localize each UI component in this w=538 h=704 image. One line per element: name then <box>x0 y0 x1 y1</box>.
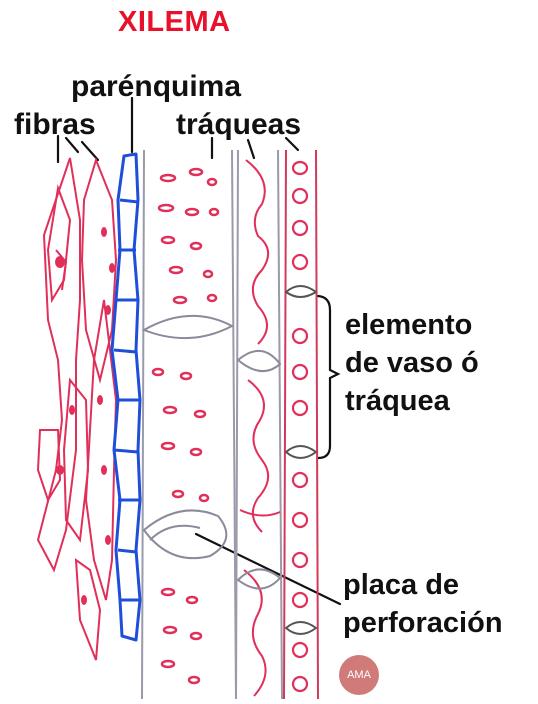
elemento-bracket <box>318 296 338 458</box>
label-placa-line-1: placa de <box>343 566 503 604</box>
vessel-element-1 <box>142 150 236 699</box>
label-elemento-line-2: de vaso ó <box>345 344 479 382</box>
vessel-2-spiral <box>240 160 280 696</box>
fibras-leader-right <box>82 142 98 160</box>
placa-de-perforacion-shapes <box>144 316 232 558</box>
label-fibras: fibras <box>14 108 96 142</box>
vessel-3-pits <box>293 162 307 691</box>
label-elemento-line-1: elemento <box>345 306 479 344</box>
label-placa-line-2: perforación <box>343 604 503 642</box>
label-placa-de-perforacion: placa de perforación <box>343 566 503 642</box>
ama-watermark-badge: AMA <box>339 655 379 695</box>
vessel-2-plates <box>238 351 280 589</box>
vessel-element-3 <box>284 150 318 699</box>
label-elemento-line-3: tráquea <box>345 382 479 420</box>
label-parenquima: parénquima <box>71 70 241 104</box>
vessel-element-2 <box>236 150 282 699</box>
label-elemento-de-vaso: elemento de vaso ó tráquea <box>345 306 479 420</box>
diagram-title: XILEMA <box>118 6 231 39</box>
parenquima-cells <box>112 154 140 640</box>
vessel-3-plates <box>286 286 316 634</box>
traqueas-leader-2 <box>248 140 254 158</box>
fibras-nuclei <box>55 227 115 605</box>
vessel-1-pits <box>153 169 218 683</box>
label-traqueas: tráqueas <box>176 108 301 142</box>
